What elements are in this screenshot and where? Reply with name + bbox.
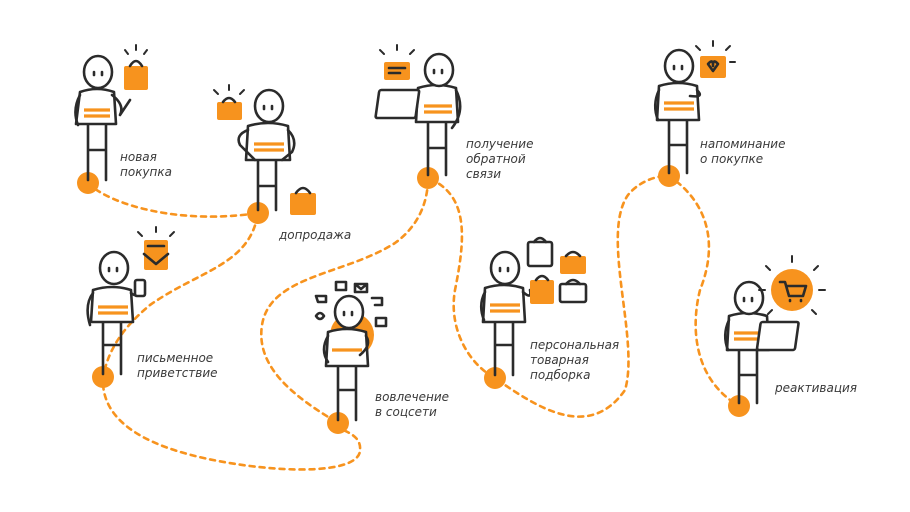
person-reactivation [723, 255, 826, 405]
shopping-bag-icon [560, 256, 586, 274]
stage-dots [77, 165, 750, 434]
label-line: о покупке [700, 152, 764, 166]
label-line: вовлечение [375, 390, 450, 404]
person-feedback [374, 44, 462, 177]
person-welcome-letter [86, 226, 175, 376]
stage-label-reactivation: реактивация [775, 381, 857, 396]
stage-dot-new-purchase [77, 172, 99, 194]
stage-label-welcome-letter: письменное приветствие [137, 351, 218, 381]
label-line: допродажа [279, 228, 352, 242]
shopping-bag-icon [290, 193, 316, 215]
shopping-bag-icon [124, 66, 148, 90]
label-line: персональная [530, 338, 620, 352]
stage-dot-welcome-letter [92, 366, 114, 388]
stage-label-feedback: получение обратной связи [466, 137, 533, 182]
label-line: подборка [530, 368, 591, 382]
laptop-icon [755, 320, 800, 352]
label-line: обратной [466, 152, 526, 166]
envelope-icon [144, 240, 168, 270]
journey-path [86, 174, 741, 471]
label-line: товарная [530, 353, 589, 367]
stage-label-personal-picks: персональная товарная подборка [530, 338, 619, 383]
chat-bubble-icon [384, 62, 410, 80]
label-line: получение [466, 137, 534, 151]
person-upsell [213, 84, 316, 215]
label-line: покупка [120, 165, 172, 179]
stage-dot-purchase-reminder [658, 165, 680, 187]
shopping-bag-icon [217, 102, 242, 120]
shopping-bag-icon [558, 282, 588, 304]
label-line: напоминание [700, 137, 786, 151]
label-line: в соцсети [375, 405, 437, 419]
stage-label-upsell: допродажа [279, 228, 351, 243]
laptop-icon [374, 88, 421, 120]
label-line: связи [466, 167, 502, 181]
label-line: приветствие [137, 366, 218, 380]
label-line: новая [120, 150, 157, 164]
person-social-engagement [314, 280, 388, 422]
stage-label-purchase-reminder: напоминание о покупке [700, 137, 785, 167]
social-icons [314, 280, 388, 328]
stage-dot-feedback [417, 167, 439, 189]
shopping-bag-icon [526, 240, 554, 268]
stage-dot-social-engagement [327, 412, 349, 434]
stage-dot-upsell [247, 202, 269, 224]
stage-label-new-purchase: новая покупка [120, 150, 172, 180]
person-personal-picks [479, 236, 588, 377]
label-line: реактивация [775, 381, 858, 395]
stage-label-social-engagement: вовлечение в соцсети [375, 390, 449, 420]
stage-dot-reactivation [728, 395, 750, 417]
stage-dot-personal-picks [484, 367, 506, 389]
person-new-purchase [74, 44, 148, 182]
person-purchase-reminder [653, 40, 736, 175]
shopping-bag-icon [530, 280, 554, 304]
shopping-cart-badge-icon [771, 269, 813, 311]
label-line: письменное [137, 351, 214, 365]
